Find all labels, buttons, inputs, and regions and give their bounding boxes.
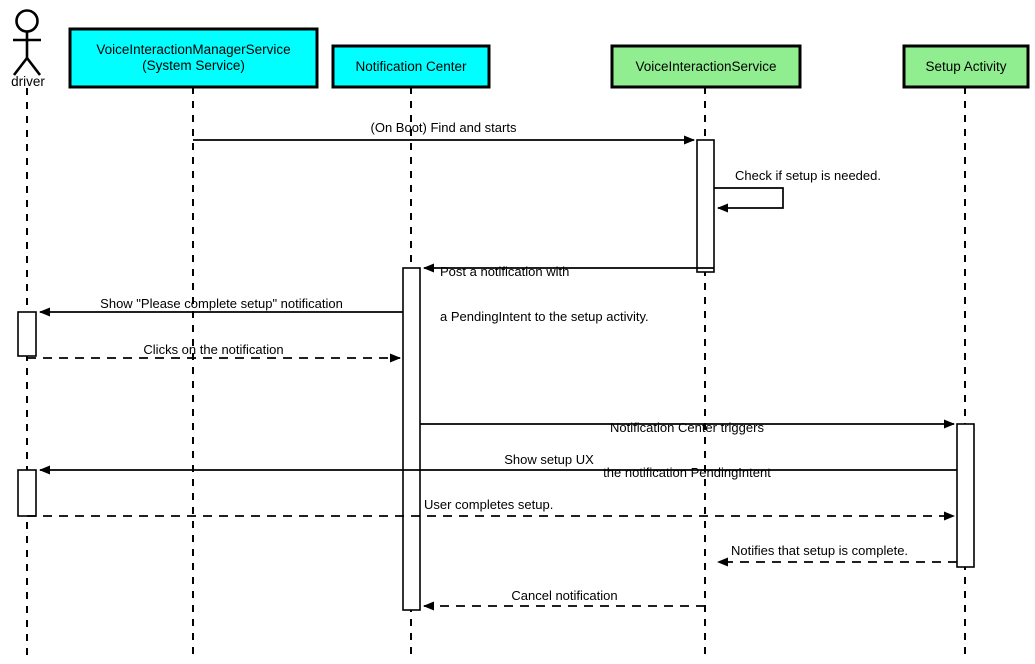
message-label-m8: User completes setup. <box>424 497 554 512</box>
participant-driver[interactable] <box>12 9 42 661</box>
participant-voiceinteractionmanagerservice[interactable] <box>68 27 319 660</box>
participant-setup-activity[interactable] <box>902 44 1030 660</box>
message-label-m10: Cancel notification <box>511 588 618 603</box>
message-label-m6: Notification Center triggers the notific… <box>420 390 954 495</box>
message-label-m7: Show setup UX <box>504 452 594 467</box>
participant-box-vims[interactable] <box>68 27 319 89</box>
message-label-m2: Check if setup is needed. <box>735 168 881 183</box>
participant-box-notification-center[interactable] <box>331 44 491 89</box>
message-label-m1: (On Boot) Find and starts <box>370 120 517 135</box>
participant-box-setup-activity[interactable] <box>902 44 1030 89</box>
message-label-m3: Post a notification with a PendingIntent… <box>440 234 649 339</box>
message-label-m3-line1: Post a notification with <box>440 264 570 279</box>
activation-setup-activity <box>956 423 975 568</box>
message-label-m9: Notifies that setup is complete. <box>731 543 909 558</box>
participant-label-driver: driver <box>11 74 45 89</box>
actor-stick-figure-icon <box>12 9 42 76</box>
message-arrow-m2[interactable] <box>714 187 784 213</box>
message-label-m6-line1: Notification Center triggers <box>610 420 764 435</box>
activation-driver-1 <box>17 311 37 357</box>
participant-notification-center[interactable] <box>331 44 491 660</box>
activation-notification-center <box>402 267 421 611</box>
message-label-m6-line2: the notification PendingIntent <box>603 465 771 480</box>
message-label-m5: Clicks on the notification <box>143 342 284 357</box>
message-label-m3-line2: a PendingIntent to the setup activity. <box>440 309 649 324</box>
participant-box-voiceinteractionservice[interactable] <box>610 44 802 89</box>
activation-driver-2 <box>17 469 37 517</box>
participant-voiceinteractionservice[interactable] <box>610 44 802 660</box>
message-label-m4: Show "Please complete setup" notificatio… <box>100 296 343 311</box>
activation-voiceinteractionservice <box>696 139 715 273</box>
